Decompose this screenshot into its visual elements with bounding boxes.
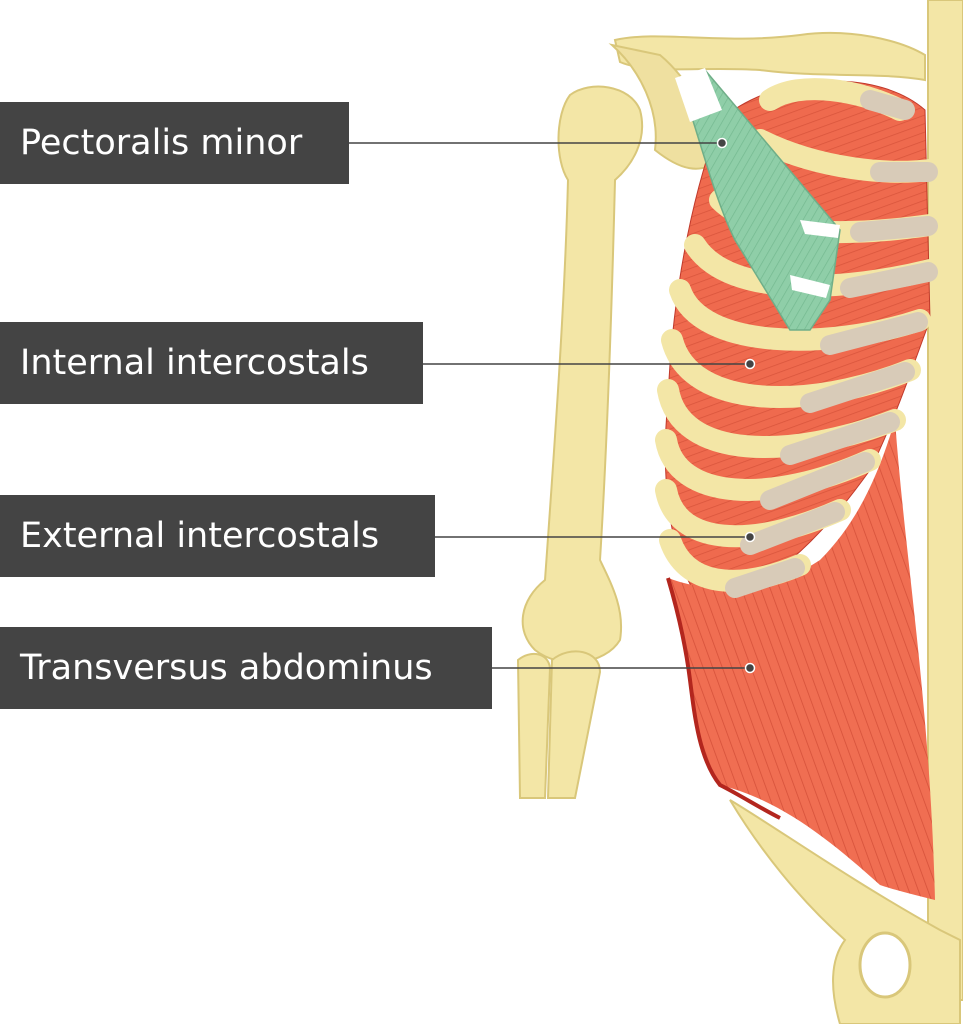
- label-text-transversus-abdominus: Transversus abdominus: [20, 648, 433, 688]
- leader-lines: [349, 137, 756, 674]
- leader-dot-transversus-abdominus: [744, 662, 756, 674]
- clavicle-bone: [608, 32, 926, 170]
- transversus-abdominus-muscle: [666, 420, 935, 900]
- forearm-bones: [516, 650, 602, 799]
- costal-cartilage: [725, 90, 938, 598]
- label-pectoralis-minor: Pectoralis minor: [0, 102, 349, 184]
- label-internal-intercostals: Internal intercostals: [0, 322, 423, 404]
- label-transversus-abdominus: Transversus abdominus: [0, 627, 492, 709]
- label-text-external-intercostals: External intercostals: [20, 516, 380, 556]
- pectoralis-minor-muscle: [675, 68, 841, 331]
- label-external-intercostals: External intercostals: [0, 495, 435, 577]
- humerus-bone: [521, 85, 644, 664]
- pelvis-bone: [729, 799, 961, 1025]
- label-text-internal-intercostals: Internal intercostals: [20, 343, 369, 383]
- leader-dot-external-intercostals: [744, 531, 756, 543]
- leader-dot-internal-intercostals: [744, 358, 756, 370]
- label-text-pectoralis-minor: Pectoralis minor: [20, 123, 303, 163]
- leader-dot-pectoralis-minor: [716, 137, 728, 149]
